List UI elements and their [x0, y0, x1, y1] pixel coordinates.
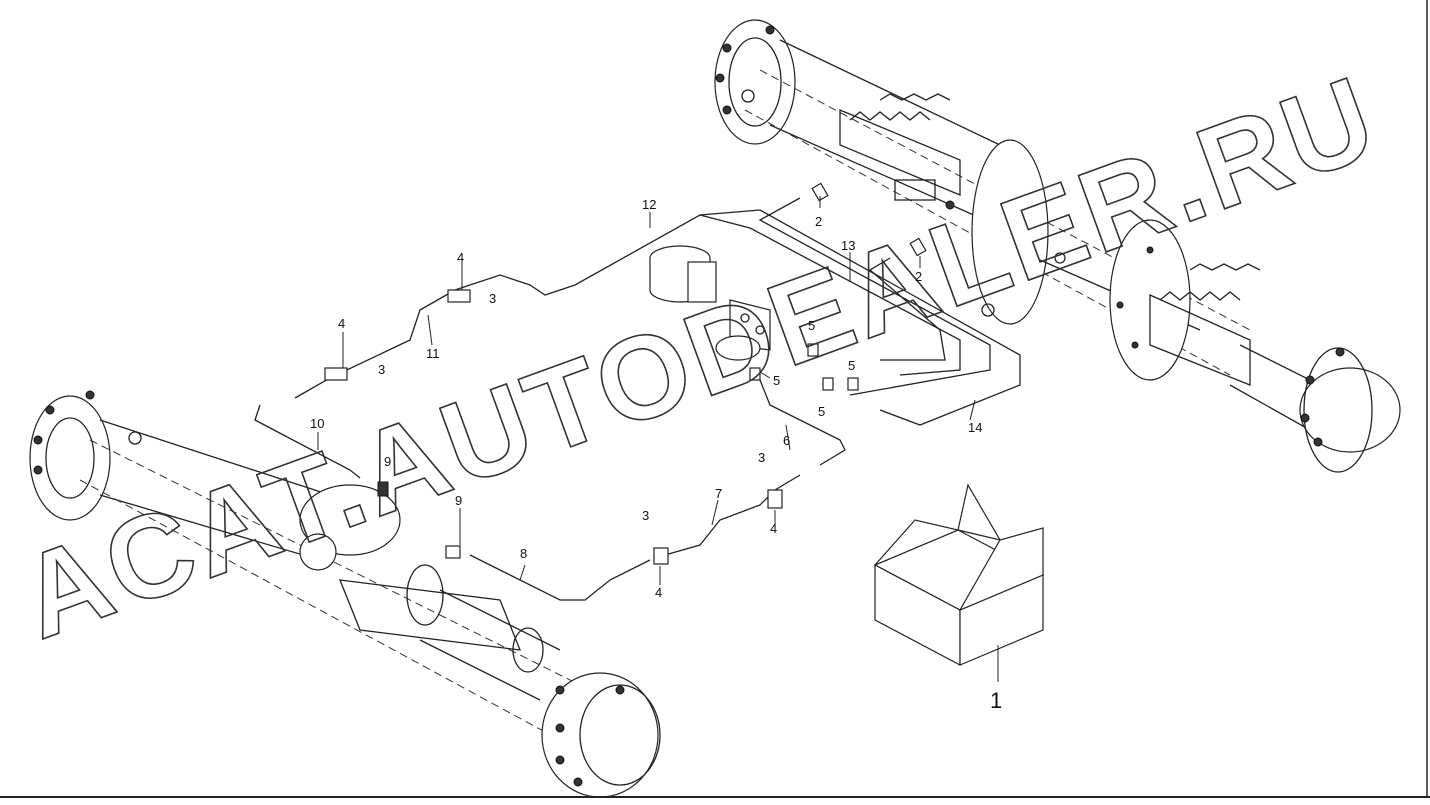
callout-3b: 3: [378, 362, 385, 377]
front-axle: [29, 390, 661, 798]
bracket-4b: [324, 367, 348, 381]
callout-5c: 5: [818, 404, 825, 419]
callout-4b: 4: [338, 316, 345, 331]
callout-13: 13: [841, 238, 855, 253]
fitting-2a: [811, 182, 829, 202]
watermark-text: ACAT.AUTODEALER.RU: [4, 51, 1394, 665]
callout-5b: 5: [848, 358, 855, 373]
callout-12: 12: [642, 197, 656, 212]
callout-4c: 4: [770, 521, 777, 536]
callout-9a: 9: [384, 454, 391, 469]
callout-3a: 3: [489, 291, 496, 306]
hydraulic-lines: [254, 182, 1021, 601]
callout-6: 6: [783, 433, 790, 448]
callout-3c: 3: [758, 450, 765, 465]
bracket-4a: [447, 289, 471, 303]
kit-box: [873, 483, 1045, 682]
callout-4d: 4: [655, 585, 662, 600]
callouts: 1 2 2 3 3 3 3 4 4 4 4 5 5 5 5 6 7 8 9 9 …: [310, 197, 1002, 713]
callout-11: 11: [426, 346, 440, 361]
steering-unit: [649, 245, 995, 361]
bracket-4d: [653, 547, 669, 565]
callout-14: 14: [968, 420, 982, 435]
callout-3d: 3: [642, 508, 649, 523]
fitting-5d: [749, 367, 761, 381]
rear-axle: [714, 19, 1401, 473]
callout-7: 7: [715, 486, 722, 501]
callout-2a: 2: [815, 214, 822, 229]
callout-5d: 5: [773, 373, 780, 388]
fitting-5c: [822, 377, 834, 391]
callout-10: 10: [310, 416, 324, 431]
callout-8: 8: [520, 546, 527, 561]
callout-1: 1: [990, 688, 1002, 713]
callout-4a: 4: [457, 250, 464, 265]
leader-lines: [317, 196, 976, 585]
bracket-4c: [767, 489, 783, 509]
callout-9b: 9: [455, 493, 462, 508]
callout-5a: 5: [808, 318, 815, 333]
watermark: ACAT.AUTODEALER.RU: [3, 50, 1395, 665]
fitting-2b: [909, 237, 927, 257]
callout-2b: 2: [915, 269, 922, 284]
fitting-5a: [807, 343, 819, 357]
fitting-9b: [445, 545, 461, 559]
fitting-5b: [847, 377, 859, 391]
fitting-9a: [377, 481, 389, 497]
